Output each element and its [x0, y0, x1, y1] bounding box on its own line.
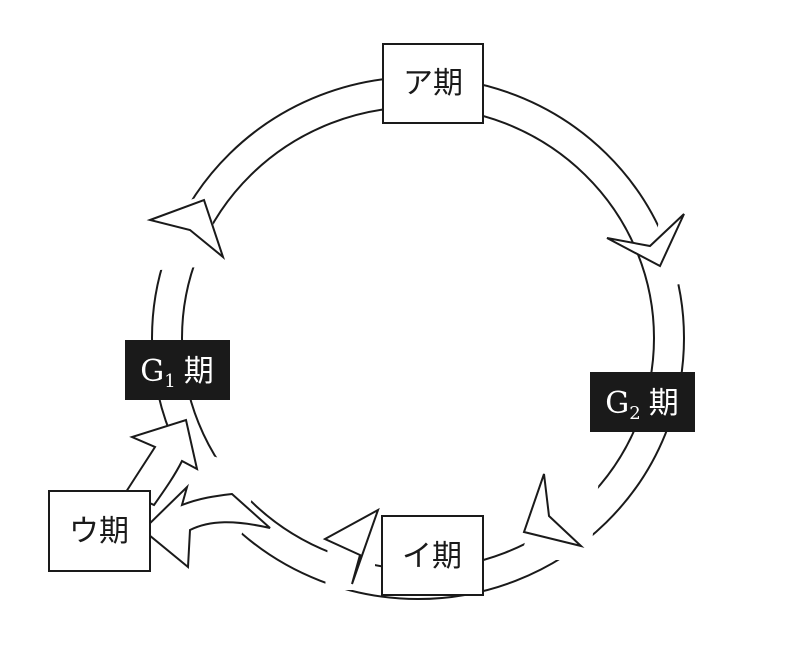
g1-letter: G [140, 354, 164, 389]
phase-a-box: ア期 [382, 43, 484, 124]
arrowhead-left-top [146, 198, 226, 260]
ring-inner [181, 106, 655, 570]
svg-text:G2期: G2期 [605, 386, 678, 424]
arrowhead-right-bottom [522, 473, 585, 548]
g2-suffix: 期 [649, 386, 679, 421]
branch-to-u-arrow [124, 418, 271, 570]
phase-a-label: ア期 [403, 66, 463, 101]
g2-letter: G [605, 386, 629, 421]
branch-arrow-left [141, 483, 271, 570]
svg-text:G1期: G1期 [140, 354, 213, 392]
g1-subscript: 1 [164, 371, 175, 392]
branch-arrow-up [124, 418, 199, 507]
g1-suffix: 期 [184, 354, 214, 389]
phase-i-label: イ期 [402, 539, 462, 574]
phase-u-box: ウ期 [48, 490, 151, 572]
arrowhead-bottom [322, 507, 380, 585]
arrowhead-right-top [606, 213, 685, 268]
g2-subscript: 2 [629, 403, 640, 424]
phase-i-box: イ期 [381, 515, 484, 596]
phase-u-label: ウ期 [69, 514, 129, 549]
